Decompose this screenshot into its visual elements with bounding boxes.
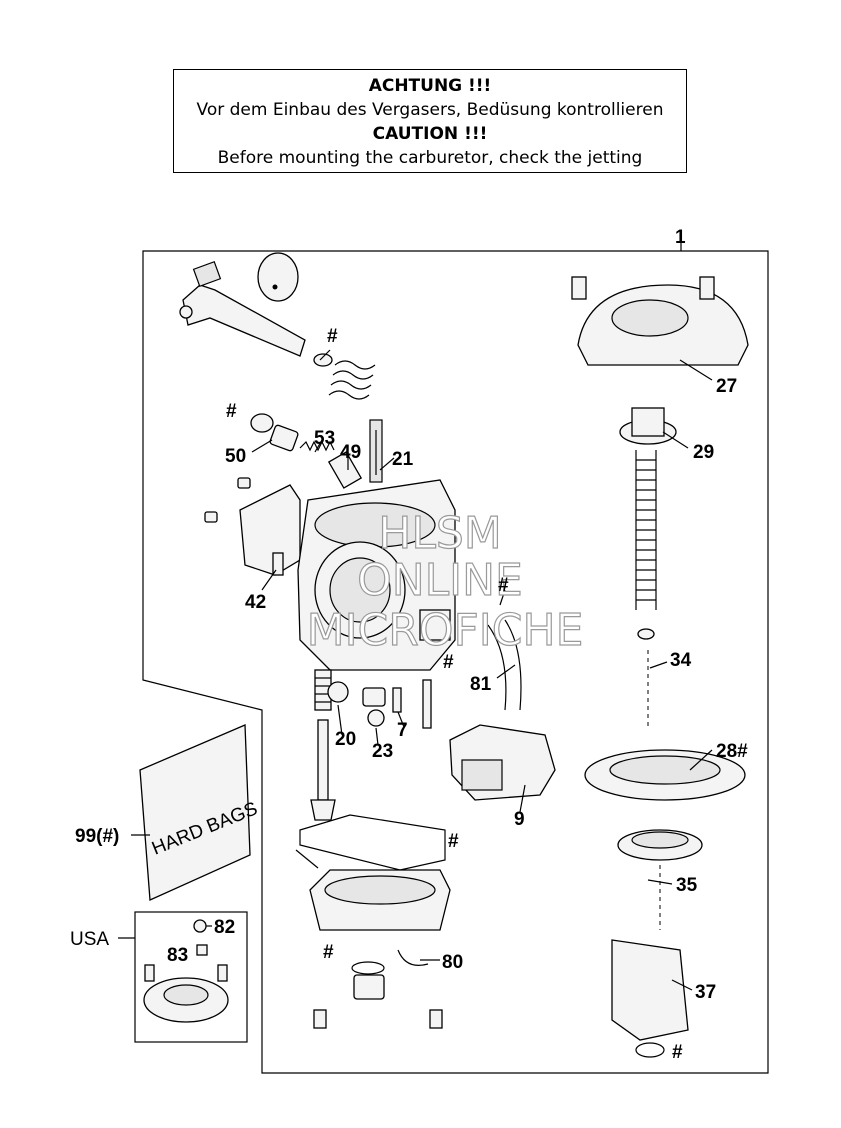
hash-marks: # # # # # # # bbox=[226, 326, 683, 1063]
hash-mark: # bbox=[327, 326, 338, 347]
usa-variant-box bbox=[118, 911, 248, 1043]
hash-mark: # bbox=[448, 831, 459, 852]
label-part-49: 49 bbox=[340, 442, 361, 463]
warning-text-en: Before mounting the carburetor, check th… bbox=[217, 148, 643, 168]
label-part-28: 28# bbox=[716, 741, 748, 762]
watermark: HLSM ONLINE MICROFICHE bbox=[306, 507, 584, 656]
part-labels: 1 27 29 21 49 53 50 42 34 81 28# 20 23 7… bbox=[70, 227, 748, 1003]
label-part-7: 7 bbox=[397, 720, 408, 741]
needle-jet-group bbox=[250, 413, 383, 489]
warning-title-en: CAUTION !!! bbox=[372, 124, 488, 144]
label-part-23: 23 bbox=[372, 741, 393, 762]
hash-mark: # bbox=[226, 401, 237, 422]
parts-bag: HARD BAGS bbox=[139, 724, 261, 901]
hash-mark: # bbox=[672, 1042, 683, 1063]
label-part-82: 82 bbox=[214, 917, 235, 938]
watermark-line-2: ONLINE bbox=[357, 555, 523, 606]
label-part-83: 83 bbox=[167, 945, 188, 966]
label-part-37: 37 bbox=[695, 982, 716, 1003]
throttle-shaft-assembly bbox=[179, 252, 376, 400]
label-part-1: 1 bbox=[675, 227, 686, 248]
warning-title-de: ACHTUNG !!! bbox=[368, 76, 492, 96]
watermark-line-1: HLSM bbox=[378, 508, 502, 559]
jets-group bbox=[310, 669, 432, 821]
label-part-42: 42 bbox=[245, 592, 266, 613]
leader-lines bbox=[131, 349, 713, 991]
carburetor-body bbox=[297, 479, 456, 671]
label-part-35: 35 bbox=[676, 875, 698, 896]
label-part-50: 50 bbox=[225, 446, 246, 467]
label-part-21: 21 bbox=[392, 449, 414, 470]
watermark-line-3: MICROFICHE bbox=[307, 605, 584, 656]
float-assembly bbox=[449, 619, 556, 801]
float-bowl-assembly bbox=[295, 814, 451, 1029]
label-part-9: 9 bbox=[514, 809, 525, 830]
mounting-bracket bbox=[204, 477, 301, 576]
label-part-27: 27 bbox=[716, 376, 737, 397]
label-usa: USA bbox=[70, 929, 109, 950]
label-part-81: 81 bbox=[470, 674, 492, 695]
hash-mark: # bbox=[443, 652, 454, 673]
label-part-29: 29 bbox=[693, 442, 714, 463]
label-part-99: 99(#) bbox=[75, 826, 119, 847]
label-part-20: 20 bbox=[335, 729, 356, 750]
warning-text-de: Vor dem Einbau des Vergasers, Bedüsung k… bbox=[196, 100, 664, 120]
label-part-53: 53 bbox=[314, 428, 335, 449]
label-part-80: 80 bbox=[442, 952, 463, 973]
caution-box: ACHTUNG !!! Vor dem Einbau des Vergasers… bbox=[173, 69, 687, 173]
hash-mark: # bbox=[498, 575, 509, 596]
label-part-34: 34 bbox=[670, 650, 692, 671]
assembly-frame bbox=[142, 250, 769, 1074]
vacuum-piston-group bbox=[571, 276, 749, 1058]
hash-mark: # bbox=[323, 942, 334, 963]
